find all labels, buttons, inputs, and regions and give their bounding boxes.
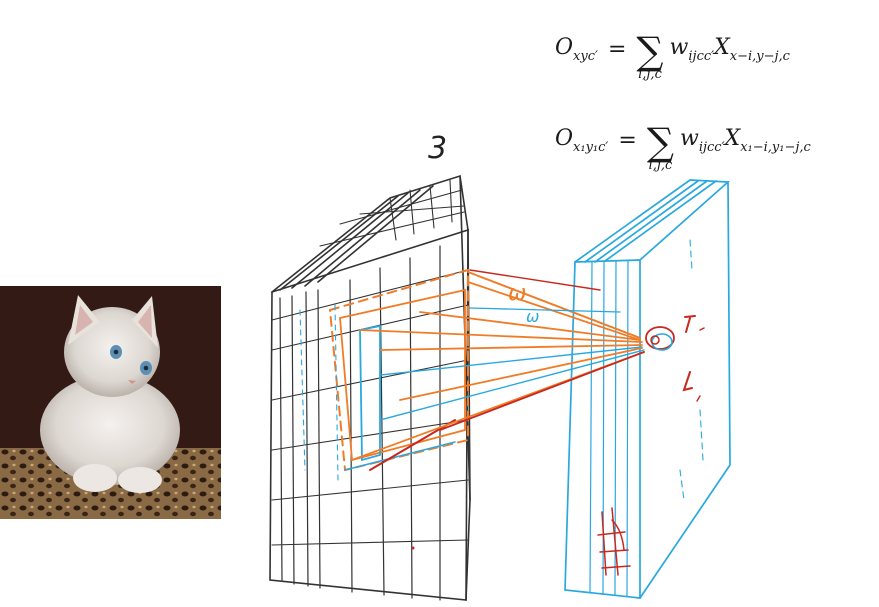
output-volume xyxy=(564,179,731,599)
eq2-equals: = xyxy=(618,128,637,153)
eq2-rhs: wijcc′Xx₁−i,y₁−j,c xyxy=(679,126,811,155)
eq1-lhs: Oxyc′ xyxy=(555,35,598,64)
output-point-marker xyxy=(645,315,705,402)
input-volume xyxy=(269,174,471,601)
output-bottom-marks xyxy=(597,507,631,576)
eq2-lhs: Ox₁y₁c′ xyxy=(555,126,609,155)
kitten-photo xyxy=(0,286,221,519)
eq2-summation: ∑ i,j,c xyxy=(646,119,674,173)
channel-count-label: 3 xyxy=(428,131,447,166)
eq1-equals: = xyxy=(607,37,627,62)
equation-output-general: Oxyc′ = ∑ i,j,c wijcc′Xx−i,y−j,c xyxy=(555,22,790,82)
kernel-width-label: ω xyxy=(508,281,526,306)
projection-lines xyxy=(351,269,645,461)
eq1-rhs: wijcc′Xx−i,y−j,c xyxy=(669,35,790,64)
equation-output-specific: Ox₁y₁c′ = ∑ i,j,c wijcc′Xx₁−i,y₁−j,c xyxy=(555,113,811,173)
kernel-window xyxy=(299,268,469,481)
eq1-summation: ∑ i,j,c xyxy=(636,28,664,82)
stray-mark xyxy=(411,546,415,550)
kernel-height-label: ω xyxy=(526,307,539,326)
